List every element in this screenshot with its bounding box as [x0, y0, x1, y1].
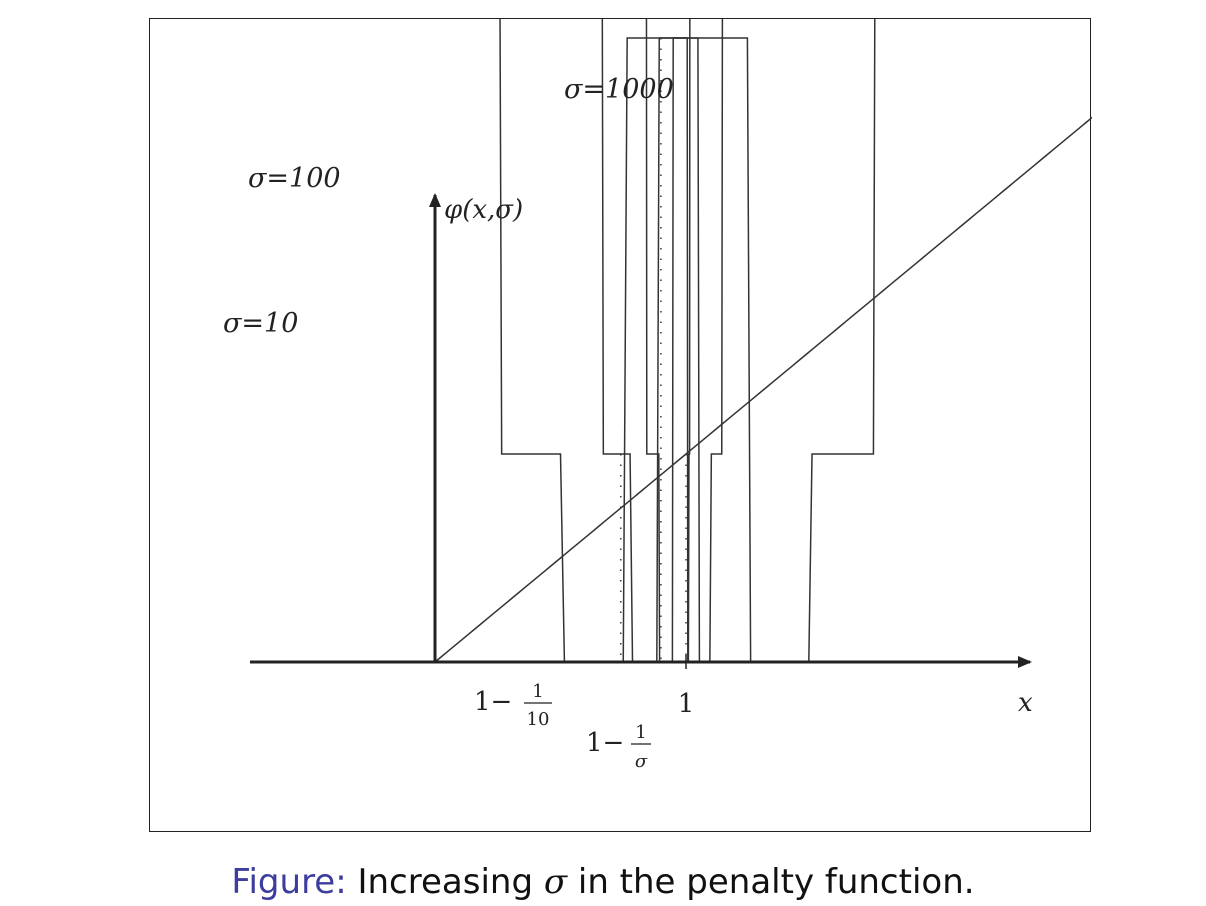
- x-axis-label: x: [1018, 688, 1033, 718]
- curve-branch-4: [686, 19, 724, 663]
- curve-sigma-100: [601, 19, 686, 663]
- svg-text:10: 10: [527, 709, 550, 730]
- curve-label-sigma-10: σ=10: [223, 308, 298, 339]
- svg-text:1−: 1−: [474, 687, 512, 717]
- figure-caption: Figure: Increasing σ in the penalty func…: [0, 862, 1206, 902]
- svg-text:1: 1: [532, 681, 543, 702]
- figure-frame: φ(x,σ) x 1 σ=1000 σ=100 σ=10 1− 1 10 1− …: [149, 18, 1092, 832]
- curve-sigma-10: [499, 19, 686, 663]
- svg-text:1−: 1−: [586, 728, 624, 758]
- caption-label: Figure:: [231, 862, 347, 902]
- tick-label-one-minus-tenth: 1− 1 10: [474, 681, 552, 730]
- caption-text-after: in the penalty function.: [567, 862, 975, 902]
- curve-label-sigma-1000: σ=1000: [564, 74, 674, 105]
- svg-text:σ: σ: [635, 751, 648, 772]
- svg-text:1: 1: [635, 722, 646, 743]
- curve-label-sigma-100: σ=100: [248, 163, 341, 194]
- tick-label-one-minus-inv-sigma: 1− 1 σ: [586, 722, 651, 772]
- curve-branch-3: [686, 19, 691, 663]
- caption-text-before: Increasing: [346, 862, 544, 902]
- curve-branch-6: [434, 116, 1092, 663]
- penalty-function-plot: φ(x,σ) x 1 σ=1000 σ=100 σ=10 1− 1 10 1− …: [223, 19, 1092, 772]
- caption-sigma-symbol: σ: [543, 862, 568, 902]
- curve-sigma-1000: [645, 19, 686, 663]
- y-axis-label: φ(x,σ): [444, 195, 523, 225]
- x-tick-label-1: 1: [678, 689, 695, 719]
- curve-branch-5: [686, 19, 876, 663]
